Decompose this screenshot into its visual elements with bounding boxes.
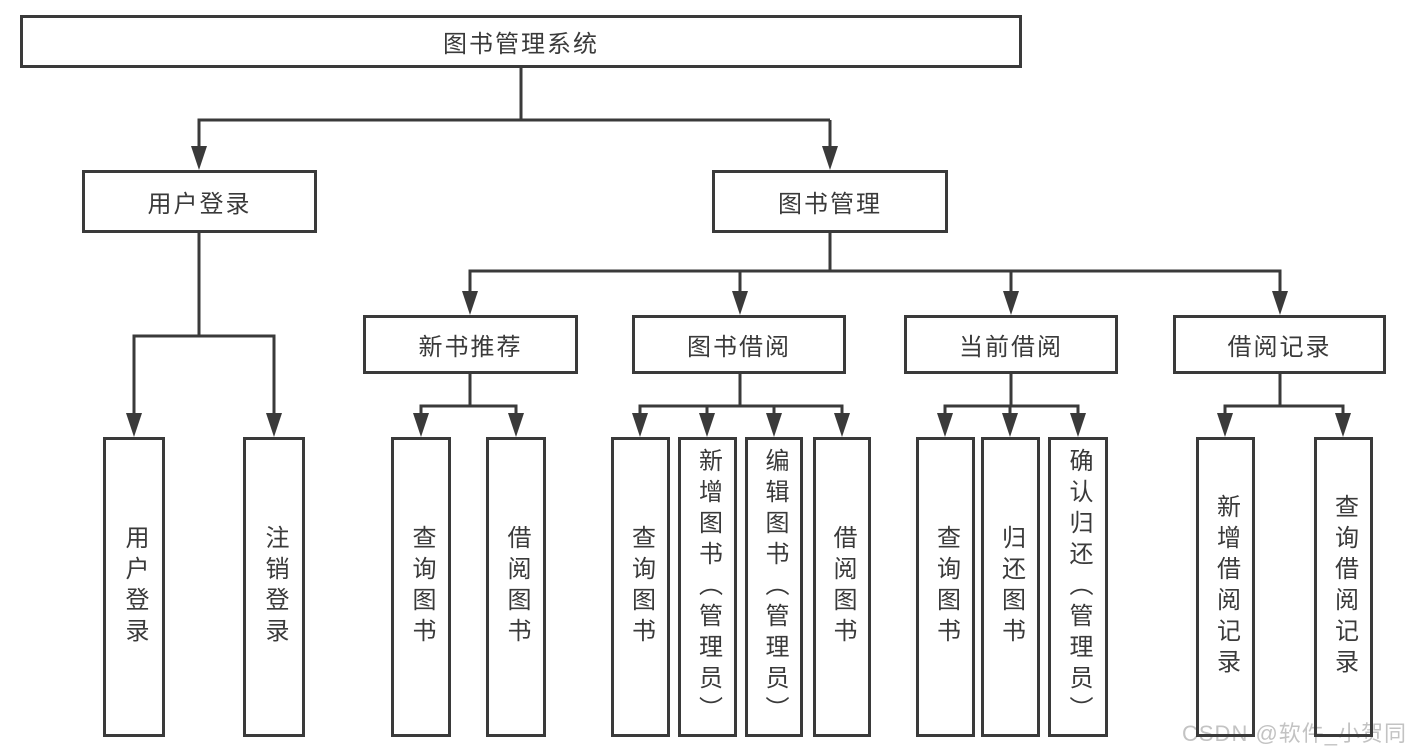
watermark: CSDN @软件_小贺同学 bbox=[1182, 721, 1405, 746]
arrowhead bbox=[1272, 291, 1288, 315]
connector-root-to-level2 bbox=[197, 68, 832, 150]
connector-book-mgmt-to-level3 bbox=[468, 233, 1282, 294]
node-book-management: 图书管理 bbox=[712, 170, 948, 233]
arrowhead bbox=[732, 291, 748, 315]
arrowhead bbox=[462, 291, 478, 315]
leaf-logout-login: 注销登录 bbox=[243, 437, 305, 737]
arrowhead bbox=[1335, 413, 1351, 437]
arrowhead bbox=[508, 413, 524, 437]
connector-current-to-leaves bbox=[943, 374, 1080, 416]
leaf-user-login: 用户登录 bbox=[103, 437, 165, 737]
leaf-add-book-admin: 新增图书（管理员） bbox=[678, 437, 737, 737]
arrowhead bbox=[126, 413, 142, 437]
arrowhead bbox=[1002, 413, 1018, 437]
leaf-return-books: 归还图书 bbox=[981, 437, 1040, 737]
leaf-query-books-borrowing: 查询图书 bbox=[611, 437, 670, 737]
arrowhead bbox=[1003, 291, 1019, 315]
leaf-borrow-books-borrowing: 借阅图书 bbox=[813, 437, 871, 737]
arrowhead bbox=[632, 413, 648, 437]
node-user-login: 用户登录 bbox=[82, 170, 317, 233]
leaf-edit-book-admin: 编辑图书（管理员） bbox=[745, 437, 803, 737]
arrowhead bbox=[413, 413, 429, 437]
connector-borrowing-to-leaves bbox=[638, 374, 844, 416]
arrowhead bbox=[766, 413, 782, 437]
arrowhead bbox=[191, 146, 207, 170]
leaf-confirm-return-admin: 确认归还（管理员） bbox=[1048, 437, 1108, 737]
arrowhead bbox=[937, 413, 953, 437]
leaf-add-borrow-record: 新增借阅记录 bbox=[1196, 437, 1255, 737]
node-library-system: 图书管理系统 bbox=[20, 15, 1022, 68]
node-current-borrowing: 当前借阅 bbox=[904, 315, 1118, 374]
arrowhead bbox=[834, 413, 850, 437]
node-new-book-recommendation: 新书推荐 bbox=[363, 315, 578, 374]
node-book-borrowing: 图书借阅 bbox=[632, 315, 846, 374]
arrowheads bbox=[126, 146, 1351, 437]
connector-recommend-to-leaves bbox=[419, 374, 518, 416]
arrowhead bbox=[1070, 413, 1086, 437]
connector-user-login-to-leaves bbox=[132, 233, 276, 416]
leaf-borrow-books-recommend: 借阅图书 bbox=[486, 437, 546, 737]
arrowhead bbox=[699, 413, 715, 437]
arrowhead bbox=[1217, 413, 1233, 437]
leaf-query-books-recommend: 查询图书 bbox=[391, 437, 451, 737]
leaf-query-borrow-record: 查询借阅记录 bbox=[1314, 437, 1373, 737]
leaf-query-books-current: 查询图书 bbox=[916, 437, 975, 737]
connector-records-to-leaves bbox=[1223, 374, 1345, 416]
arrowhead bbox=[822, 146, 838, 170]
arrowhead bbox=[266, 413, 282, 437]
node-borrowing-records: 借阅记录 bbox=[1173, 315, 1386, 374]
